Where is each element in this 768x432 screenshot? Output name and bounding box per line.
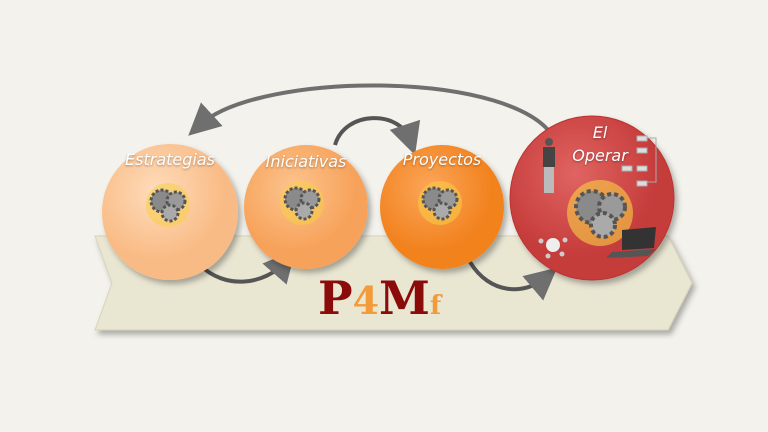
arrow-proyectos-operar: [468, 260, 558, 301]
arrow-iniciativas-proyectos: [333, 116, 421, 156]
person-icon: [543, 138, 555, 193]
stage-label-iniciativas: Iniciativas: [265, 152, 347, 171]
arrow-estrategias-iniciativas: [198, 249, 296, 285]
stage-label-proyectos: Proyectos: [402, 150, 482, 169]
stage-label-operar-line1: El: [592, 123, 608, 142]
gears-icon: [418, 181, 462, 225]
gears-icon: [146, 183, 190, 227]
network-icon: [538, 237, 568, 259]
feedback-arrow: [188, 83, 557, 141]
stage-label-estrategias: Estrategias: [125, 150, 215, 169]
laptop-icon: [606, 227, 656, 258]
gears-icon: [567, 180, 633, 246]
flowchart-icon: [621, 135, 657, 187]
gears-icon: [280, 181, 324, 225]
stage-label-operar-line2: Operar: [572, 146, 628, 165]
p4mf-logo: P4Mf: [318, 271, 443, 325]
